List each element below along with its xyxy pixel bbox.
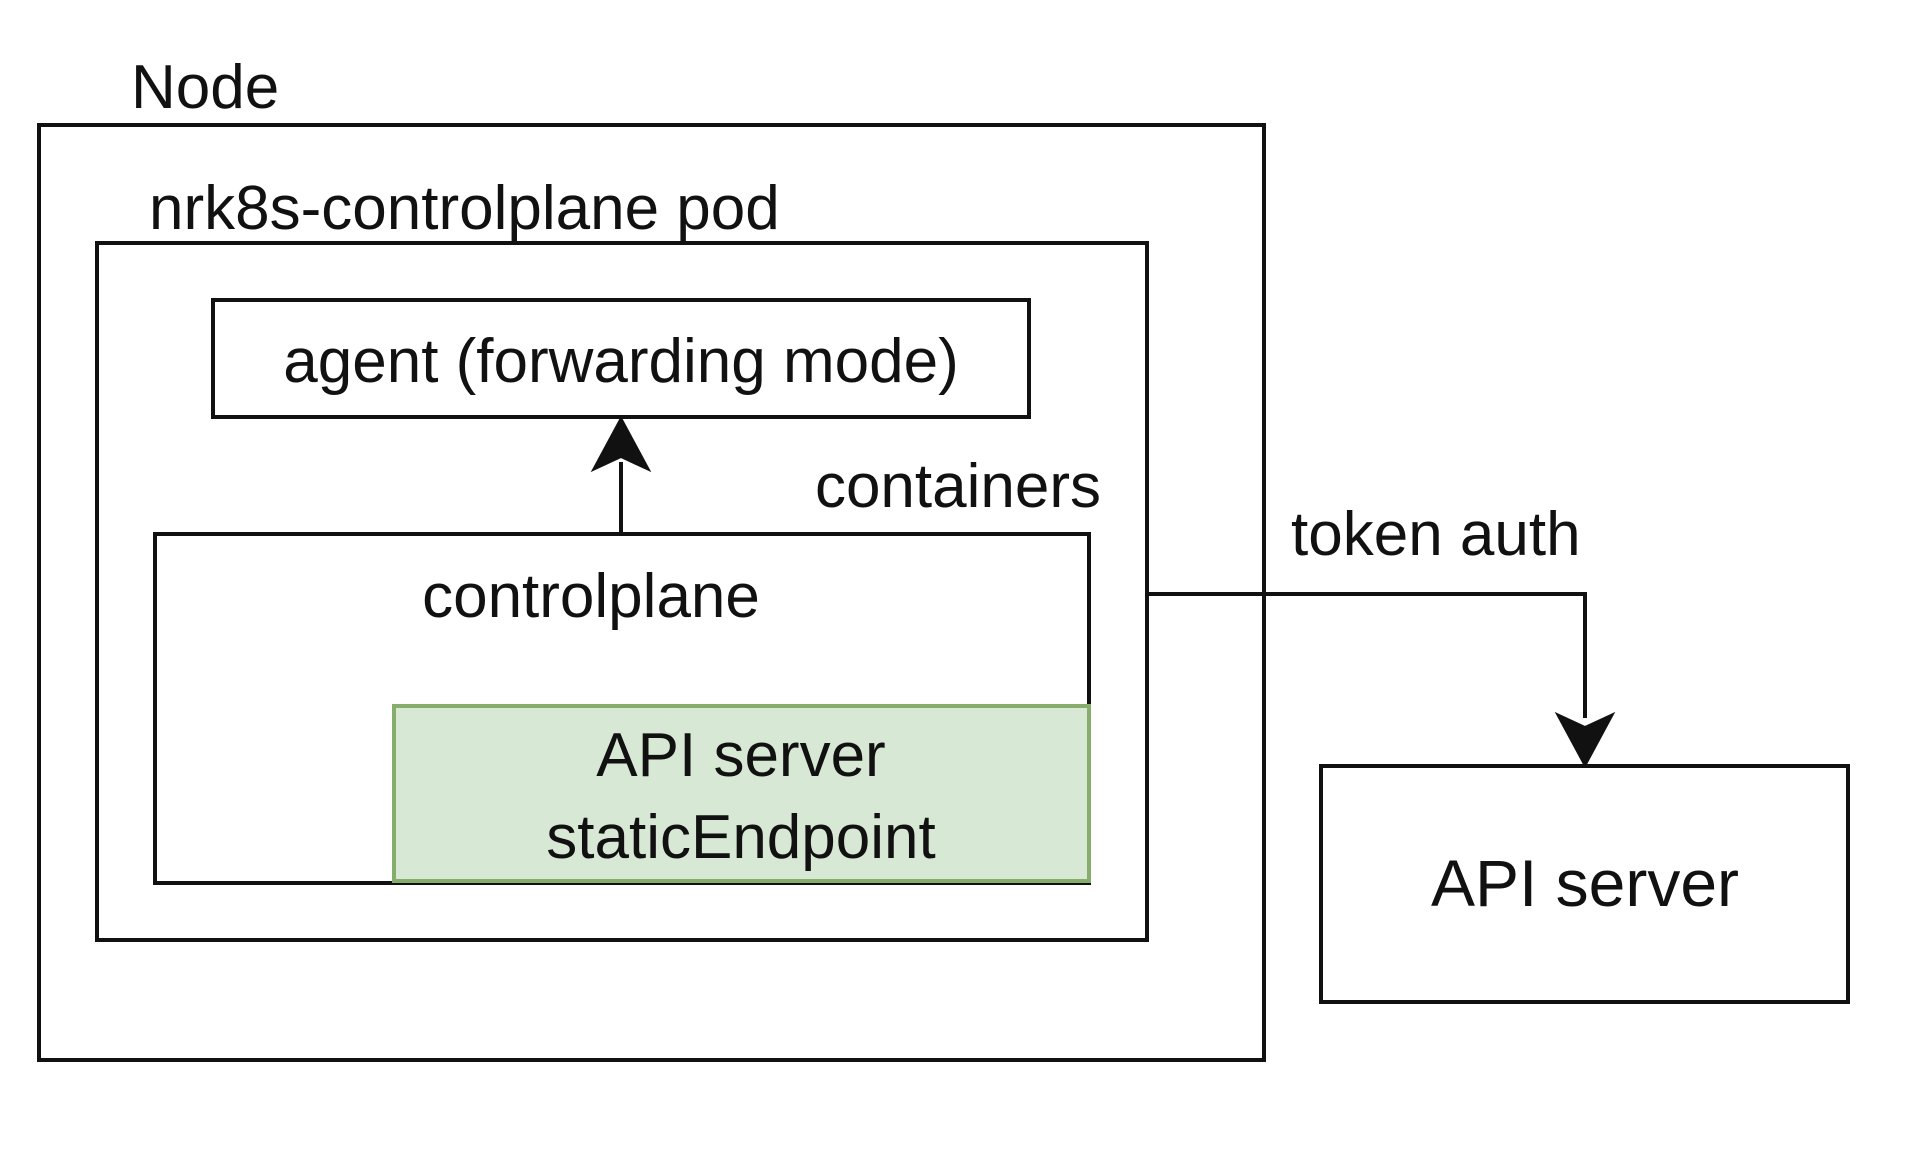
pod-to-api-server-arrowhead [1554,711,1616,769]
token-auth-label: token auth [1291,500,1581,569]
pod-label: nrk8s-controlplane pod [149,174,780,243]
controlplane-label: controlplane [422,562,760,631]
containers-label: containers [815,452,1101,521]
pod-to-api-server-connector [1147,592,1587,718]
static-endpoint-label-line2: staticEndpoint [546,803,935,872]
api-server-label: API server [1431,846,1739,920]
pod-box [95,241,1149,942]
static-endpoint-label-line1: API server [596,721,885,790]
controlplane-to-agent-arrowhead [590,415,652,473]
node-label: Node [131,53,279,122]
api-server-box [1319,764,1850,1004]
static-endpoint-box [392,704,1091,883]
agent-label: agent (forwarding mode) [283,327,958,396]
